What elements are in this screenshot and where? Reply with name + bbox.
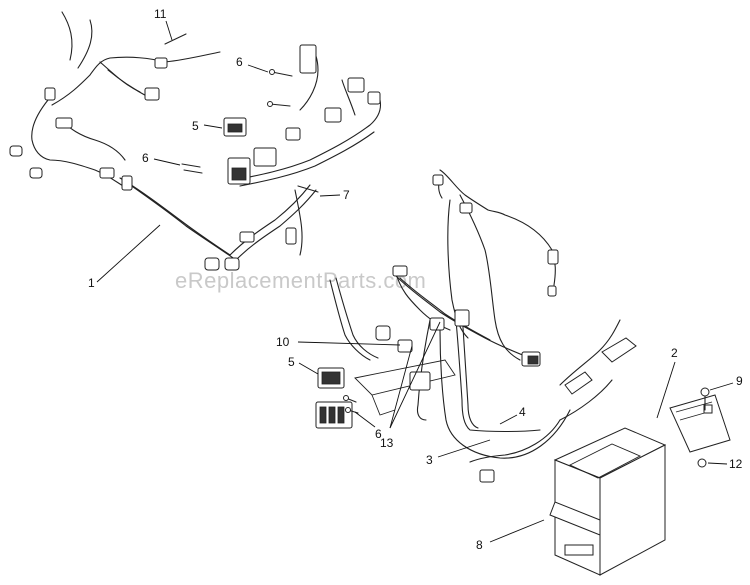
relay-lower xyxy=(317,367,345,389)
svg-text:7: 7 xyxy=(343,188,350,202)
relay-upper xyxy=(223,117,247,137)
svg-text:3: 3 xyxy=(426,453,433,467)
svg-text:4: 4 xyxy=(519,405,526,419)
harness-connectors xyxy=(9,44,381,271)
callout-11: 11 xyxy=(154,7,173,41)
bracket-bolt xyxy=(700,387,710,411)
svg-text:5: 5 xyxy=(192,119,199,133)
callout-4: 4 xyxy=(499,405,526,425)
watermark: eReplacementParts.com xyxy=(175,268,426,293)
fuse-block xyxy=(315,401,353,429)
bolts-upper xyxy=(181,69,293,174)
battery xyxy=(549,427,667,576)
battery-harness xyxy=(329,169,621,463)
svg-text:5: 5 xyxy=(288,355,295,369)
main-wiring-harness xyxy=(31,11,382,261)
svg-text:2: 2 xyxy=(671,346,678,360)
small-pins xyxy=(164,33,319,193)
svg-text:6: 6 xyxy=(142,151,149,165)
svg-text:8: 8 xyxy=(476,538,483,552)
callout-13: 13 xyxy=(380,321,441,450)
hold-down-bracket xyxy=(669,394,731,453)
callout-9: 9 xyxy=(709,374,743,391)
callout-8: 8 xyxy=(476,519,545,552)
callout-10: 10 xyxy=(276,335,401,349)
bracket-nut xyxy=(697,458,707,468)
svg-text:6: 6 xyxy=(236,55,243,69)
svg-text:10: 10 xyxy=(276,335,290,349)
callout-2: 2 xyxy=(656,346,678,419)
callout-6-top: 6 xyxy=(236,55,269,73)
svg-text:12: 12 xyxy=(729,457,743,471)
battery-tray xyxy=(354,359,456,416)
svg-text:1: 1 xyxy=(88,276,95,290)
svg-text:9: 9 xyxy=(736,374,743,388)
svg-text:6: 6 xyxy=(375,427,382,441)
callout-12: 12 xyxy=(707,457,743,471)
callout-6-mid: 6 xyxy=(142,151,181,166)
callout-1: 1 xyxy=(88,224,161,290)
callout-5-lower: 5 xyxy=(288,355,319,375)
callout-3: 3 xyxy=(426,439,491,467)
callout-7: 7 xyxy=(319,188,350,202)
battery-harness-connectors xyxy=(375,174,637,483)
callout-5-upper: 5 xyxy=(192,119,223,133)
svg-text:11: 11 xyxy=(154,7,167,21)
svg-text:13: 13 xyxy=(380,436,394,450)
callout-6-lower: 6 xyxy=(354,411,382,441)
